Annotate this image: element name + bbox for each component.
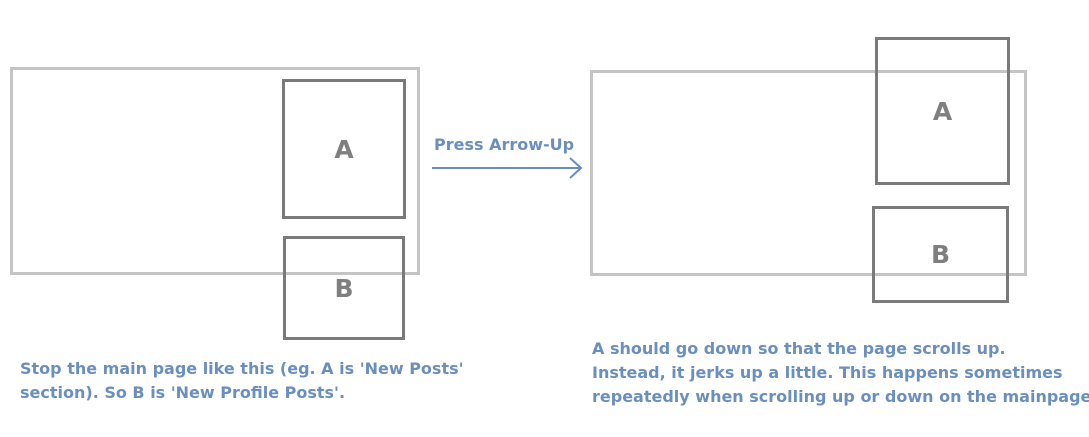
left-box-a: A bbox=[282, 79, 406, 219]
right-caption-line-1: A should go down so that the page scroll… bbox=[592, 339, 1006, 358]
right-caption-line-3: repeatedly when scrolling up or down on … bbox=[592, 387, 1089, 406]
left-box-a-label: A bbox=[334, 134, 354, 164]
transition-label: Press Arrow-Up bbox=[434, 135, 575, 154]
right-box-b: B bbox=[872, 206, 1009, 303]
right-box-a-label: A bbox=[932, 96, 953, 126]
right-caption: A should go down so that the page scroll… bbox=[592, 337, 1089, 409]
left-caption-line-2: section). So B is 'New Profile Posts'. bbox=[20, 383, 346, 402]
left-main-page-frame bbox=[10, 67, 420, 275]
left-box-b-label: B bbox=[334, 273, 354, 303]
right-caption-line-2: Instead, it jerks up a little. This happ… bbox=[592, 363, 1063, 382]
right-arrow-icon bbox=[432, 157, 583, 179]
left-caption: Stop the main page like this (eg. A is '… bbox=[20, 357, 464, 405]
right-main-page-frame bbox=[590, 70, 1027, 276]
left-caption-line-1: Stop the main page like this (eg. A is '… bbox=[20, 359, 464, 378]
right-box-a: A bbox=[875, 37, 1010, 185]
right-box-b-label: B bbox=[930, 240, 951, 269]
left-box-b: B bbox=[283, 236, 405, 340]
